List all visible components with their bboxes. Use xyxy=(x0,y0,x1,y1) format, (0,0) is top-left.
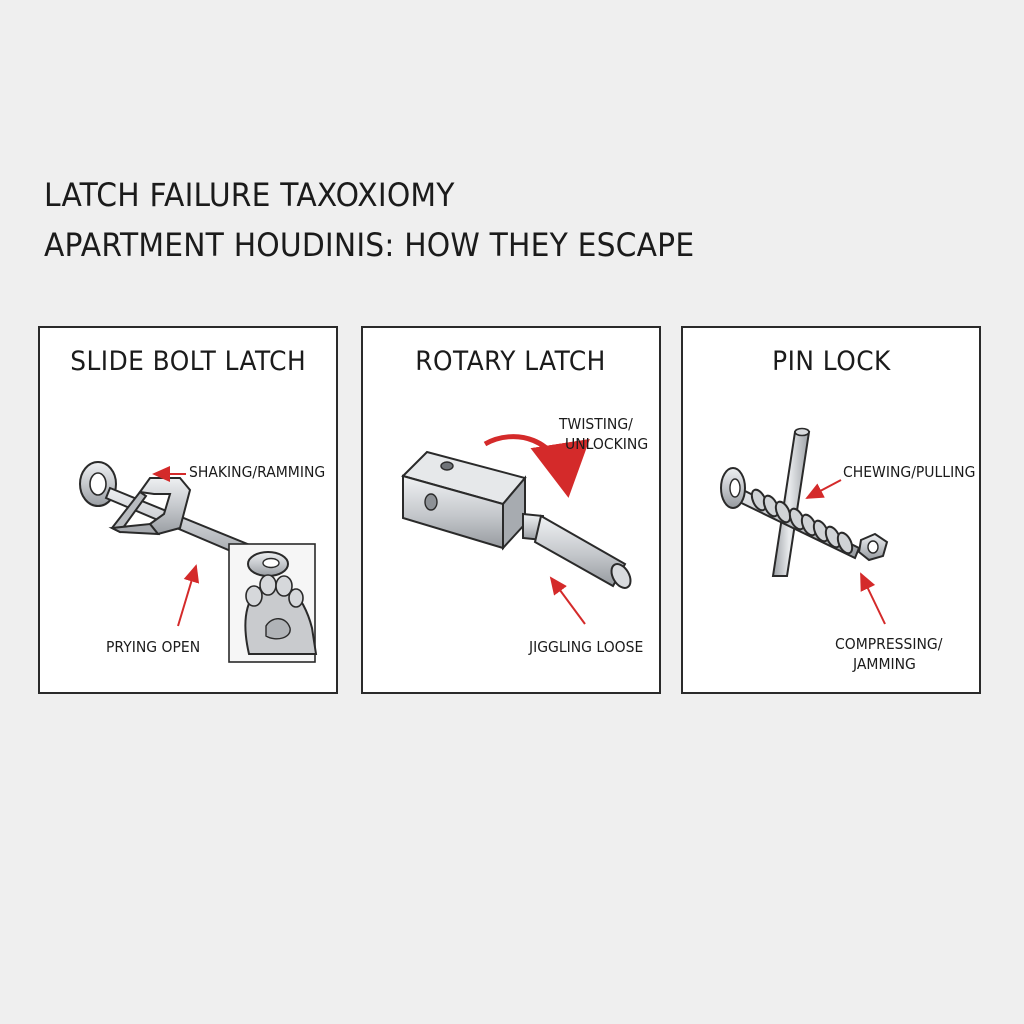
label-compressing: COMPRESSING/ xyxy=(835,635,943,653)
arrow-prying xyxy=(177,564,200,627)
label-chewing-pulling: CHEWING/PULLING xyxy=(843,463,976,481)
panel-title: SLIDE BOLT LATCH xyxy=(70,346,306,377)
pin-ring-icon xyxy=(720,467,746,509)
arrow-twisting xyxy=(483,434,590,498)
title-line-2: APARTMENT HOUDINIS: HOW THEY ESCAPE xyxy=(44,226,695,264)
pin-eye-loop-icon xyxy=(857,532,889,562)
arrow-compressing xyxy=(860,572,886,625)
cat-paw-icon xyxy=(244,574,318,655)
header: LATCH FAILURE TAXOXIOMY APARTMENT HOUDIN… xyxy=(44,170,743,270)
arrow-jiggling xyxy=(549,576,586,625)
panel-pin-lock: PIN LOCK xyxy=(681,326,981,694)
label-twisting: TWISTING/ xyxy=(559,415,633,433)
title-line-1: LATCH FAILURE TAXOXIOMY xyxy=(44,176,455,214)
bolt-bracket-icon xyxy=(108,477,192,536)
label-jamming: JAMMING xyxy=(853,655,916,673)
label-shaking-ramming: SHAKING/RAMMING xyxy=(189,463,326,481)
arrow-chewing xyxy=(805,479,842,499)
pin-lock-illustration xyxy=(720,427,889,625)
slide-bolt-illustration xyxy=(79,461,318,663)
panel-slide-bolt-latch: SLIDE BOLT LATCH xyxy=(38,326,338,694)
label-jiggling-loose: JIGGLING LOOSE xyxy=(529,638,644,656)
vertical-pin-icon xyxy=(771,427,811,577)
label-prying-open: PRYING OPEN xyxy=(106,638,201,656)
latch-shaft xyxy=(533,514,627,588)
rotary-latch-illustration xyxy=(401,434,632,625)
panel-rotary-latch: ROTARY LATCH xyxy=(361,326,661,694)
label-unlocking: UNLOCKING xyxy=(565,435,649,453)
spring-coil-icon xyxy=(750,488,854,555)
bolt-handle-icon xyxy=(247,551,289,577)
latch-housing-icon xyxy=(401,450,527,551)
panel-title: ROTARY LATCH xyxy=(415,346,607,377)
panel-title: PIN LOCK xyxy=(771,346,891,377)
